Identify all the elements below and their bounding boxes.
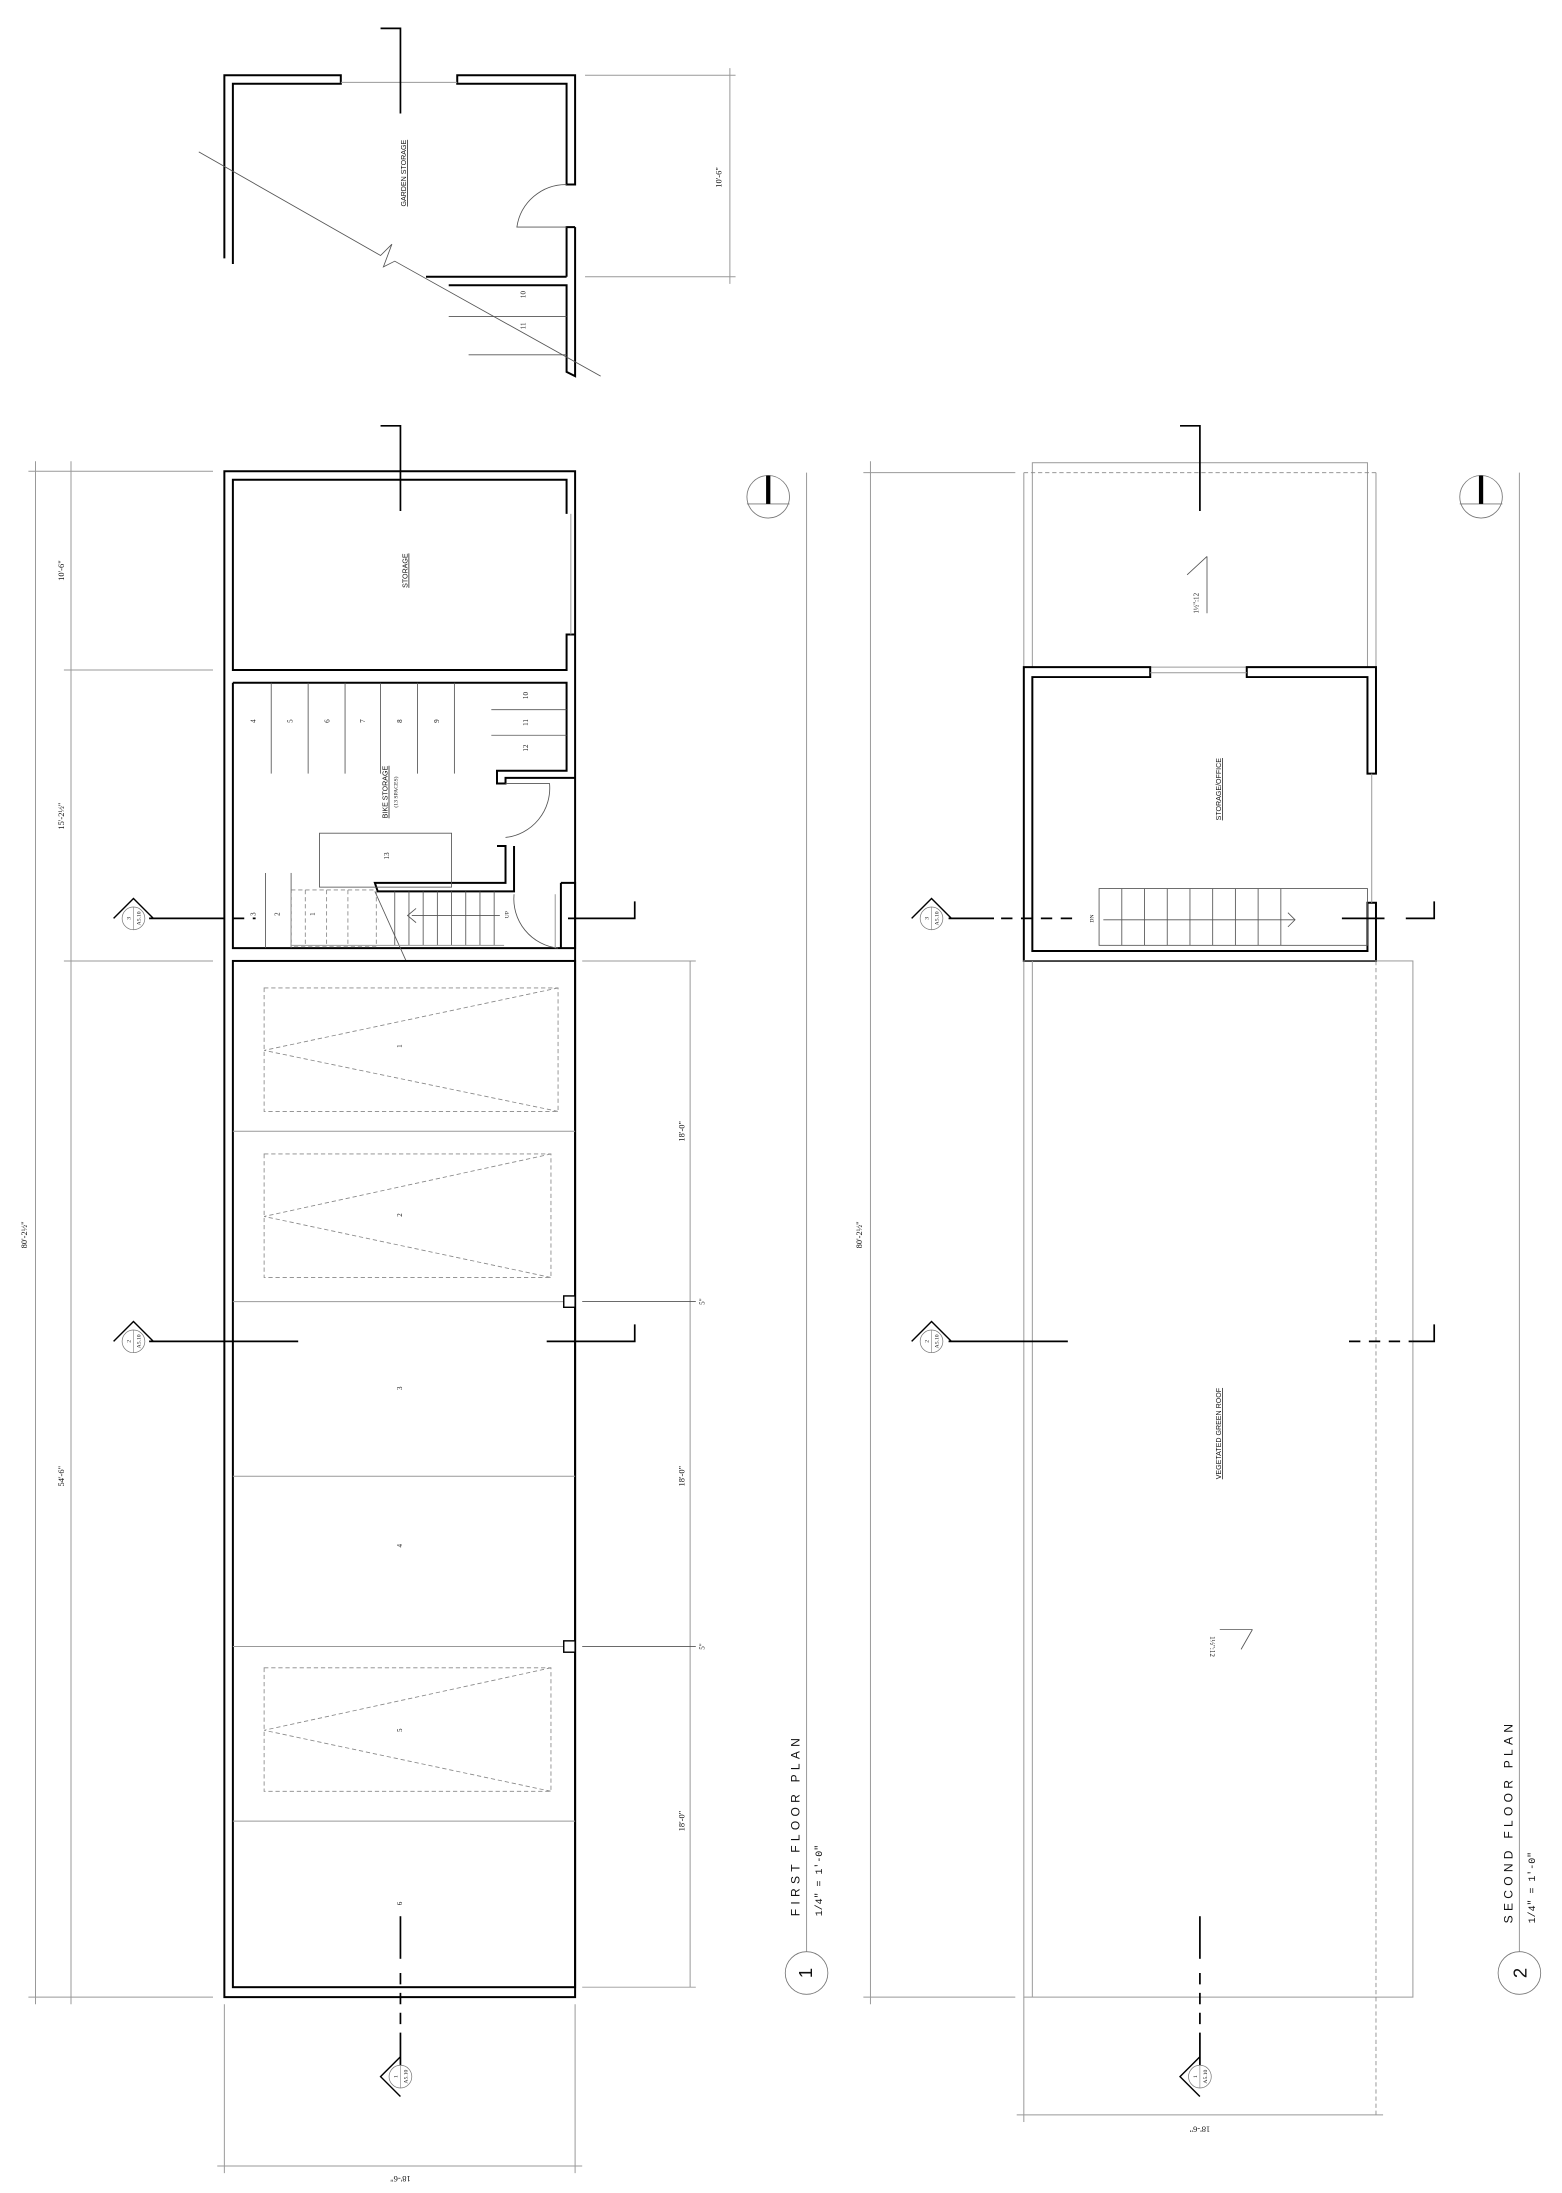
dimension-overall-second: 80'-2½" <box>854 461 1016 2005</box>
stair-number: 10 <box>519 291 527 299</box>
svg-text:3: 3 <box>396 1386 404 1390</box>
svg-text:54'-6": 54'-6" <box>56 1466 66 1487</box>
drawing-scale: 1/4" = 1'-0" <box>814 1845 825 1916</box>
svg-text:4: 4 <box>396 1544 404 1548</box>
svg-text:A5.10: A5.10 <box>1203 2069 1209 2083</box>
svg-text:6: 6 <box>396 1901 404 1905</box>
drawing-title: FIRST FLOOR PLAN <box>788 1734 802 1916</box>
second-floor-plan: DN STORAGE/OFFICE 1½":12 VEGETATED GREEN… <box>854 424 1542 2134</box>
room-label-garden-storage: GARDEN STORAGE <box>400 140 408 207</box>
room-label-storage: STORAGE <box>402 553 410 588</box>
room-label-green-roof: VEGETATED GREEN ROOF <box>1215 1387 1223 1479</box>
svg-text:9: 9 <box>433 719 441 723</box>
svg-text:3: 3 <box>925 917 931 920</box>
svg-text:18'-0": 18'-0" <box>676 1466 686 1487</box>
svg-text:1½":12: 1½":12 <box>1192 592 1200 613</box>
dimensions-left: 80'-2½" 10'-6" 15'-2½" 54'-6" <box>19 461 213 2005</box>
svg-text:12: 12 <box>522 744 530 752</box>
svg-text:2: 2 <box>127 1340 133 1343</box>
svg-text:2: 2 <box>396 1213 404 1217</box>
stair-up-label: UP <box>504 911 510 918</box>
drawing-title: SECOND FLOOR PLAN <box>1501 1720 1515 1924</box>
section-marker-3-first: 3 A5.10 <box>113 897 154 931</box>
drawing-number: 2 <box>1509 1968 1530 1978</box>
svg-text:2: 2 <box>925 1340 931 1343</box>
svg-text:5": 5" <box>698 1298 706 1305</box>
svg-text:A5.10: A5.10 <box>935 911 941 925</box>
svg-text:3: 3 <box>127 917 133 920</box>
dimensions-right: 18'-0" 18'-0" 18'-0" 5" 5" <box>582 960 706 1988</box>
svg-text:A5.10: A5.10 <box>404 2069 410 2083</box>
north-arrow-icon <box>746 475 790 519</box>
stair-treads <box>291 891 505 962</box>
svg-text:13: 13 <box>383 852 391 860</box>
section-marker-2-first: 2 A5.10 <box>113 1320 154 1354</box>
bike-capacity: (13 SPACES) <box>393 776 400 807</box>
svg-text:2: 2 <box>274 912 282 916</box>
drawing-scale: 1/4" = 1'-0" <box>1527 1852 1538 1923</box>
room-label-storage-office: STORAGE/OFFICE <box>1215 758 1223 821</box>
svg-text:A5.10: A5.10 <box>137 1334 143 1348</box>
column <box>563 1640 576 1653</box>
svg-text:5": 5" <box>698 1643 706 1650</box>
dimension-bottom-second: 18'-6" <box>1016 2114 1384 2134</box>
svg-text:10: 10 <box>522 692 530 700</box>
section-marker-1-second: 1 A5.10 <box>1179 2056 1212 2097</box>
svg-text:1½":12: 1½":12 <box>1208 1636 1216 1657</box>
svg-text:A5.10: A5.10 <box>935 1334 941 1348</box>
svg-text:80'-2½": 80'-2½" <box>19 1221 29 1248</box>
svg-text:18'-0": 18'-0" <box>676 1121 686 1142</box>
svg-text:7: 7 <box>359 719 367 723</box>
svg-text:80'-2½": 80'-2½" <box>854 1221 864 1248</box>
drawing-number: 1 <box>795 1968 816 1978</box>
svg-text:10'-6": 10'-6" <box>713 167 723 188</box>
garden-storage-plan: 10 11 GARDEN STORAGE 10'-6" <box>198 27 736 378</box>
svg-text:1: 1 <box>396 1044 404 1048</box>
section-marker-2-second: 2 A5.10 <box>911 1320 952 1354</box>
svg-text:6: 6 <box>323 719 331 723</box>
svg-text:18'-6": 18'-6" <box>1190 2124 1211 2134</box>
svg-text:1: 1 <box>1193 2075 1199 2078</box>
bike-space-numbers: 4 5 6 7 8 9 10 11 12 13 3 2 1 <box>250 692 531 916</box>
room-label-bike-storage: BIKE STORAGE <box>382 765 390 818</box>
stair-down-label: DN <box>1089 914 1095 922</box>
svg-text:1: 1 <box>309 912 317 916</box>
svg-text:18'-6": 18'-6" <box>390 2174 411 2184</box>
slope-indicator: 1½":12 <box>1208 1629 1253 1657</box>
bike-rack-lines <box>265 682 567 949</box>
stair-treads-second <box>1098 888 1368 946</box>
svg-text:18'-0": 18'-0" <box>676 1811 686 1832</box>
svg-text:A5.10: A5.10 <box>137 911 143 925</box>
svg-text:15'-2½": 15'-2½" <box>56 803 66 830</box>
section-marker-1-first: 1 A5.10 <box>379 2056 413 2097</box>
slope-indicator: 1½":12 <box>1186 556 1208 614</box>
title-block-first-floor: FIRST FLOOR PLAN 1/4" = 1'-0" 1 <box>784 1734 829 1995</box>
section-marker-3-second: 3 A5.10 <box>911 897 952 931</box>
title-block-second-floor: SECOND FLOOR PLAN 1/4" = 1'-0" 2 <box>1497 1720 1542 1995</box>
dimension-bottom: 18'-6" <box>217 2004 583 2184</box>
column <box>563 1295 576 1308</box>
dimension-garden: 10'-6" <box>585 68 736 284</box>
parking-car-outlines <box>263 987 559 1792</box>
svg-text:3: 3 <box>250 912 258 916</box>
north-arrow-icon <box>1459 475 1503 519</box>
stair-number: 11 <box>519 322 527 329</box>
svg-text:8: 8 <box>396 719 404 723</box>
svg-text:11: 11 <box>522 719 530 726</box>
svg-text:1: 1 <box>394 2075 400 2078</box>
svg-text:4: 4 <box>250 719 258 723</box>
first-floor-plan: 4 5 6 7 8 9 10 11 12 13 3 2 1 STORAGE BI… <box>19 424 829 2184</box>
svg-text:10'-6": 10'-6" <box>56 560 66 581</box>
svg-text:5: 5 <box>287 719 295 723</box>
svg-text:5: 5 <box>396 1728 404 1732</box>
parking-space-numbers: 1 2 3 4 5 6 <box>396 1044 404 1905</box>
